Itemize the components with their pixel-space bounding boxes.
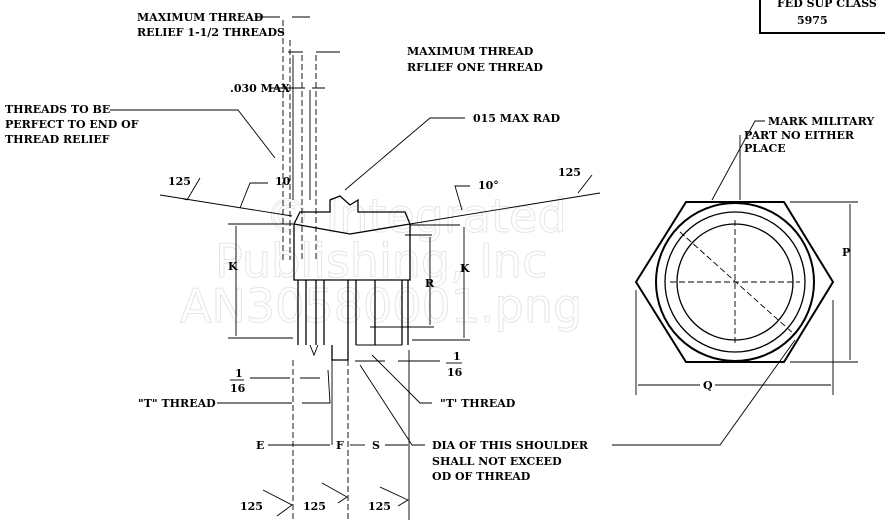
note-relief-1-5: MAXIMUM THREAD [137,11,264,24]
finish-125-right: 125 [558,166,581,179]
finish-125-left: 125 [168,175,191,188]
svg-text:5975: 5975 [797,14,828,27]
svg-text:FED SUP CLASS: FED SUP CLASS [777,0,877,10]
dim-p: P [842,246,850,259]
note-shoulder: DIA OF THIS SHOULDER [432,439,589,452]
title-block: FED SUP CLASS 5975 [759,0,885,34]
note-threads-line3: THREAD RELIEF [5,133,110,146]
frac-right-num: 1 [453,350,461,363]
svg-text:Publishing, Inc: Publishing, Inc [215,234,547,288]
note-threads-line2: PERFECT TO END OF [5,118,139,131]
note-max-rad: 015 MAX RAD [473,112,561,125]
dim-e: E [256,439,264,452]
note-mark-line3: PLACE [744,142,786,155]
dim-k-left: K [228,260,238,273]
note-relief-1-5-line2: RELIEF 1-1/2 THREADS [137,26,285,39]
svg-text:© Integrated: © Integrated [265,189,567,243]
note-030-max: .030 MAX [230,82,290,95]
note-relief-one: MAXIMUM THREAD [407,45,534,58]
label-t-thread-left: "T" THREAD [138,397,216,410]
angle-10-right: 10° [478,179,499,192]
note-mark-line2: PART NO EITHER [744,129,855,142]
hex-end-view [634,201,835,363]
label-t-thread-right: "T' THREAD [440,397,516,410]
dim-k-right: K [460,262,470,275]
note-shoulder-line3: OD OF THREAD [432,470,531,483]
frac-left-num: 1 [235,367,243,380]
dim-q: Q [703,379,713,392]
svg-text:AN30580001.png: AN30580001.png [180,279,582,333]
note-relief-one-line2: RFLIEF ONE THREAD [407,61,543,74]
finish-125-s: 125 [368,500,391,513]
dim-s: S [372,439,380,452]
angle-10-left: 10 [275,175,291,188]
finish-125-f: 125 [303,500,326,513]
dim-r: R [425,277,435,290]
note-shoulder-line2: SHALL NOT EXCEED [432,455,562,468]
note-threads-perfect: THREADS TO BE [5,103,110,116]
note-mark-military: MARK MILITARY [768,115,874,128]
frac-right-den: 16 [447,366,463,379]
fitting-side-view [293,195,411,361]
finish-125-e: 125 [240,500,263,513]
frac-left-den: 16 [230,382,246,395]
dim-f: F [336,439,344,452]
watermark: © Integrated Publishing, Inc AN30580001.… [180,189,583,334]
